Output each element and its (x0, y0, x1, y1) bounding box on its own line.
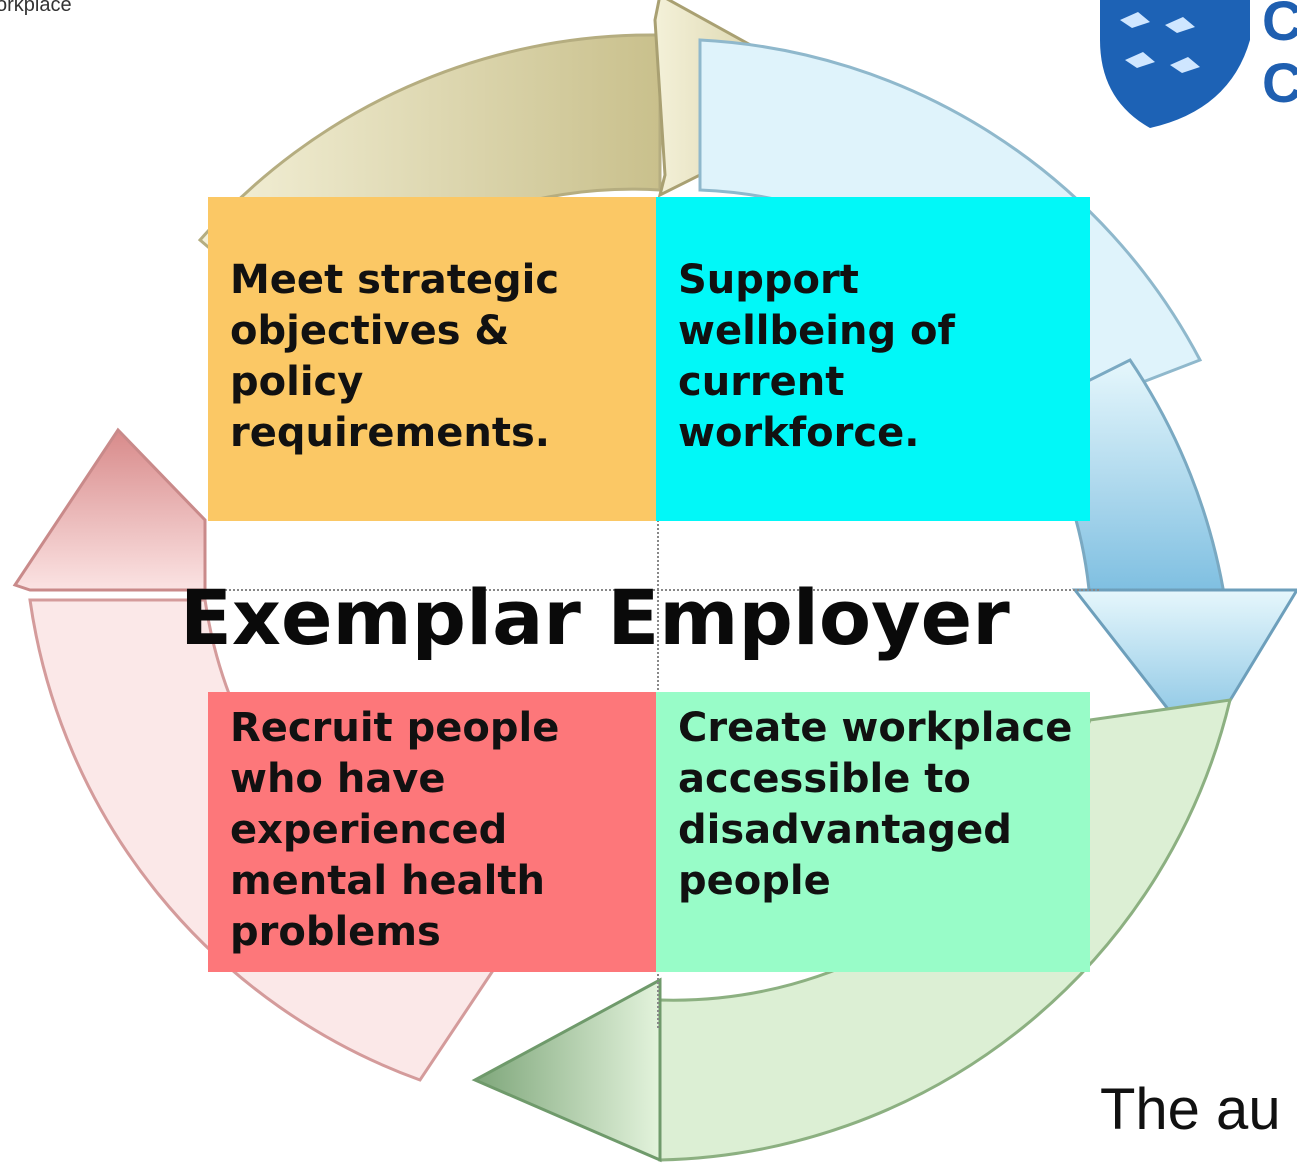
header-text: orkplace (0, 0, 72, 16)
quadrant-recruit-people: Recruit people who have experienced ment… (208, 692, 656, 972)
logo-lettering: C C (1262, 0, 1297, 114)
logo-letter: C (1262, 0, 1297, 52)
quadrant-strategic-objectives: Meet strategic objectives & policy requi… (208, 197, 656, 521)
shield-crest-icon (1100, 0, 1250, 128)
quadrant-accessible-workplace: Create workplace accessible to disadvant… (656, 692, 1090, 972)
center-title: Exemplar Employer (180, 573, 1010, 662)
footer-partial-text: The au (1100, 1077, 1281, 1142)
logo-letter: C (1262, 51, 1297, 114)
quadrant-support-wellbeing: Support wellbeing of current workforce. (656, 197, 1090, 521)
